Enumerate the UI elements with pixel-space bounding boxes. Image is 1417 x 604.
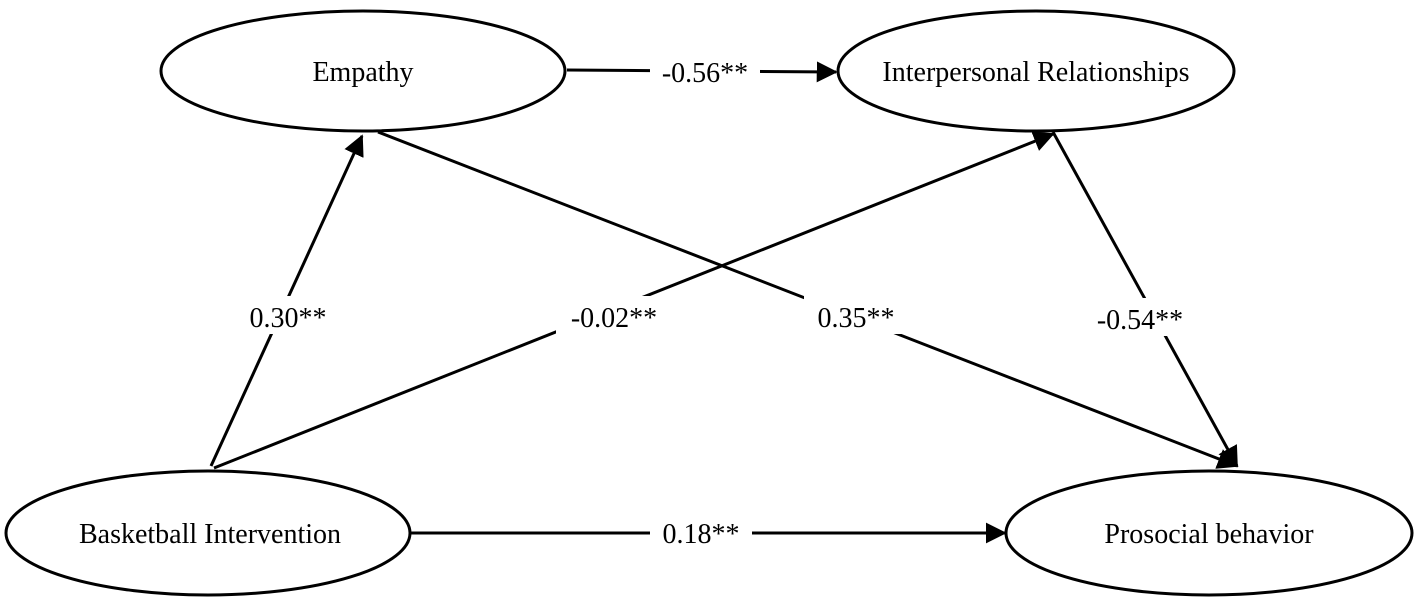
coefficient-labels: -0.56** 0.30** -0.02** 0.35** -0.54** 0.… [238, 52, 1198, 552]
node-interpersonal: Interpersonal Relationships [836, 9, 1236, 133]
node-empathy-label: Empathy [312, 57, 413, 88]
node-empathy-shape [159, 9, 567, 133]
coef-bg-interpersonal-prosocial [1082, 298, 1198, 336]
coef-empathy-prosocial: 0.35** [818, 303, 895, 334]
node-interpersonal-label: Interpersonal Relationships [882, 57, 1189, 88]
coef-empathy-interpersonal: -0.56** [662, 58, 748, 89]
node-prosocial-shape [1004, 469, 1414, 597]
coef-bg-basketball-interpersonal [556, 296, 672, 334]
coef-interpersonal-prosocial: -0.54** [1097, 305, 1183, 336]
coef-bg-basketball-prosocial [650, 514, 752, 552]
coef-bg-empathy-prosocial [804, 296, 908, 334]
coef-bg-empathy-interpersonal [650, 52, 760, 90]
node-basketball-label: Basketball Intervention [79, 519, 341, 550]
coef-basketball-empathy: 0.30** [250, 303, 327, 334]
node-basketball-shape [4, 469, 412, 597]
node-prosocial-label: Prosocial behavior [1104, 519, 1314, 550]
coef-basketball-prosocial: 0.18** [663, 519, 740, 550]
node-empathy: Empathy [159, 9, 567, 133]
node-prosocial: Prosocial behavior [1004, 469, 1414, 597]
node-interpersonal-shape [836, 9, 1236, 133]
node-basketball: Basketball Intervention [4, 469, 412, 597]
coef-bg-basketball-empathy [238, 296, 338, 334]
coef-basketball-interpersonal: -0.02** [571, 303, 657, 334]
